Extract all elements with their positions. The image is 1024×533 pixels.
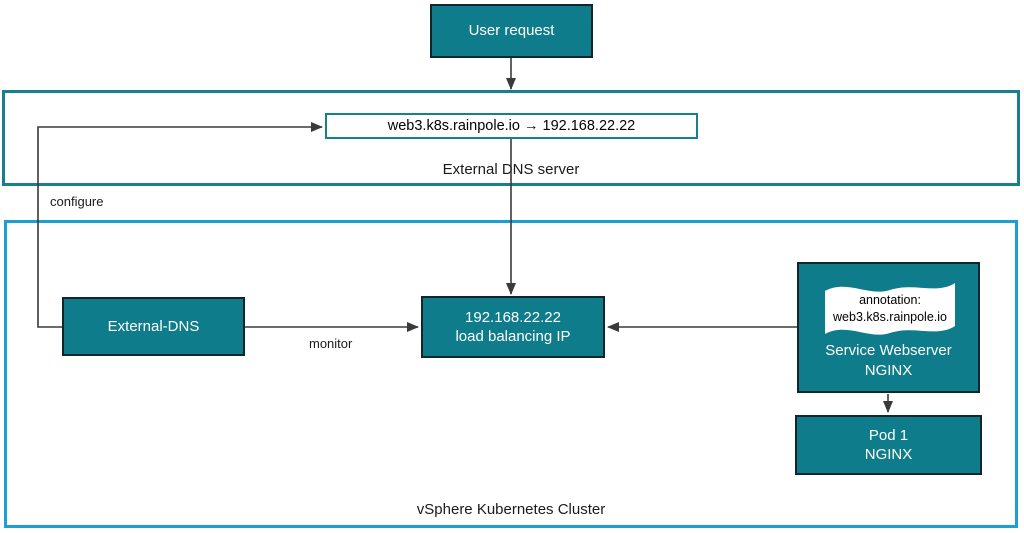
dns-record-node: web3.k8s.rainpole.io → 192.168.22.22 <box>325 113 698 139</box>
annotation-flag: annotation: web3.k8s.rainpole.io <box>823 276 957 342</box>
monitor-edge-label: monitor <box>309 336 353 351</box>
pod-label-line2: NGINX <box>864 446 913 463</box>
load-balancer-node: 192.168.22.22 load balancing IP <box>421 296 605 358</box>
pod-node: Pod 1 NGINX <box>795 415 982 475</box>
annotation-line1: annotation: <box>859 293 921 308</box>
pod-label-line1: Pod 1 <box>868 426 909 444</box>
user-request-node: User request <box>430 4 593 58</box>
user-request-label: User request <box>468 22 555 40</box>
service-label-line2: NGINX <box>864 361 913 379</box>
load-balancer-label: load balancing IP <box>455 328 571 345</box>
configure-edge-label: configure <box>50 194 104 209</box>
annotation-flag-shape <box>825 283 955 335</box>
service-webserver-node: annotation: web3.k8s.rainpole.io Service… <box>797 262 980 393</box>
vsphere-cluster-label: vSphere Kubernetes Cluster <box>416 501 606 518</box>
annotation-line2: web3.k8s.rainpole.io <box>833 310 947 324</box>
external-dns-node: External-DNS <box>62 297 245 356</box>
service-label-line1: Service Webserver <box>825 342 952 359</box>
annotation-text: annotation: web3.k8s.rainpole.io <box>823 276 957 342</box>
load-balancer-ip: 192.168.22.22 <box>465 308 561 326</box>
dns-record-text: web3.k8s.rainpole.io → 192.168.22.22 <box>387 117 636 134</box>
external-dns-server-label: External DNS server <box>442 161 580 178</box>
external-dns-label: External-DNS <box>107 317 200 335</box>
